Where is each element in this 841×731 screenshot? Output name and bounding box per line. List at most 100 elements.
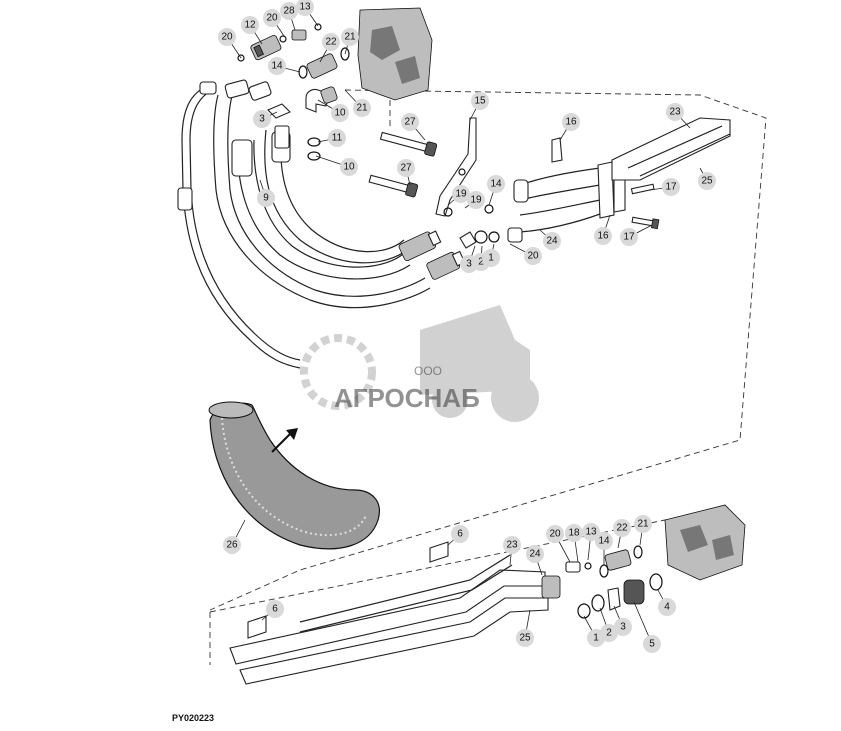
callout-bubble bbox=[524, 247, 542, 265]
callout-number: 2 bbox=[478, 257, 484, 268]
watermark-prefix: ООО bbox=[414, 364, 442, 378]
hydraulic-hoses-upper bbox=[177, 79, 466, 369]
callout-bubble bbox=[503, 536, 521, 554]
callout-13: 13 bbox=[296, 0, 319, 27]
figure-id: PY020223 bbox=[172, 713, 214, 723]
callout-2: 2 bbox=[599, 607, 618, 642]
callout-6: 6 bbox=[447, 525, 469, 546]
callout-number: 4 bbox=[664, 602, 670, 613]
callout-20: 20 bbox=[218, 28, 242, 59]
callout-bubble bbox=[600, 624, 618, 642]
callout-bubble bbox=[614, 618, 632, 636]
callout-bubble bbox=[662, 178, 680, 196]
callout-bubble bbox=[257, 189, 275, 207]
callout-number: 25 bbox=[519, 633, 531, 644]
callout-9: 9 bbox=[257, 179, 275, 207]
callout-number: 24 bbox=[529, 549, 541, 560]
callout-bubble bbox=[341, 28, 359, 46]
callout-bubble bbox=[223, 536, 241, 554]
callout-23: 23 bbox=[666, 103, 691, 129]
callout-22: 22 bbox=[613, 519, 631, 549]
callout-bubble bbox=[268, 57, 286, 75]
callout-number: 20 bbox=[221, 32, 233, 43]
callout-bubble bbox=[543, 232, 561, 250]
callout-14: 14 bbox=[487, 175, 505, 206]
callout-3: 3 bbox=[253, 110, 278, 128]
callout-number: 3 bbox=[259, 114, 265, 125]
callout-number: 17 bbox=[665, 182, 677, 193]
company-watermark: ООО АГРОСНАБ bbox=[300, 305, 539, 422]
callout-14: 14 bbox=[268, 57, 301, 75]
callout-27: 27 bbox=[397, 159, 415, 186]
callout-bubble bbox=[526, 545, 544, 563]
callout-number: 17 bbox=[623, 232, 635, 243]
callout-27: 27 bbox=[401, 113, 426, 141]
callout-20: 20 bbox=[263, 9, 285, 37]
callout-bubble bbox=[565, 524, 583, 542]
callout-bubble bbox=[634, 515, 652, 533]
callout-21: 21 bbox=[344, 89, 371, 117]
callout-bubble bbox=[582, 523, 600, 541]
callout-number: 14 bbox=[490, 179, 502, 190]
callout-10: 10 bbox=[315, 155, 358, 176]
callout-20: 20 bbox=[509, 243, 542, 265]
callout-18: 18 bbox=[565, 524, 583, 563]
callout-24: 24 bbox=[526, 545, 544, 576]
callout-bubble bbox=[467, 191, 485, 209]
callout-bubble bbox=[218, 28, 236, 46]
callout-number: 6 bbox=[272, 604, 278, 615]
callout-26: 26 bbox=[223, 519, 246, 554]
callout-22: 22 bbox=[319, 33, 340, 63]
callout-24: 24 bbox=[539, 229, 561, 250]
callout-number: 21 bbox=[344, 32, 356, 43]
callout-bubble bbox=[546, 525, 564, 543]
callout-bubble bbox=[253, 110, 271, 128]
upper-brackets bbox=[368, 117, 731, 249]
lower-assembly-frame bbox=[209, 519, 666, 665]
callout-16: 16 bbox=[559, 113, 580, 141]
callout-number: 14 bbox=[598, 536, 610, 547]
callout-number: 26 bbox=[226, 540, 238, 551]
callout-number: 19 bbox=[455, 189, 467, 200]
upper-fittings bbox=[237, 7, 433, 161]
callout-number: 16 bbox=[565, 117, 577, 128]
callout-19: 19 bbox=[464, 191, 485, 209]
callout-number: 13 bbox=[585, 527, 597, 538]
callout-number: 28 bbox=[283, 6, 295, 17]
callout-number: 19 bbox=[470, 195, 482, 206]
callout-bubble bbox=[516, 629, 534, 647]
callout-bubble bbox=[487, 175, 505, 193]
callout-bubble bbox=[562, 113, 580, 131]
callout-number: 9 bbox=[263, 193, 269, 204]
callout-bubble bbox=[328, 129, 346, 147]
upper-assembly-frame bbox=[209, 89, 767, 611]
callout-number: 24 bbox=[546, 236, 558, 247]
lower-assembly bbox=[229, 504, 746, 685]
callout-number: 10 bbox=[343, 162, 355, 173]
callout-bubble bbox=[658, 598, 676, 616]
callout-bubble bbox=[296, 0, 314, 16]
callout-number: 20 bbox=[549, 529, 561, 540]
callout-21: 21 bbox=[341, 28, 359, 55]
callout-bubble bbox=[353, 99, 371, 117]
callout-bubble bbox=[643, 635, 661, 653]
callout-bubble bbox=[266, 600, 284, 618]
callout-20: 20 bbox=[546, 525, 571, 563]
callout-bubble bbox=[595, 532, 613, 550]
callout-bubble bbox=[397, 159, 415, 177]
callout-bubble bbox=[471, 92, 489, 110]
callout-10: 10 bbox=[317, 99, 349, 122]
callout-23: 23 bbox=[503, 536, 521, 566]
callout-13: 13 bbox=[582, 523, 600, 561]
callout-bubble bbox=[482, 249, 500, 267]
callout-bubble bbox=[698, 172, 716, 190]
callout-number: 23 bbox=[506, 540, 518, 551]
callout-number: 18 bbox=[568, 528, 580, 539]
callout-number: 3 bbox=[466, 259, 472, 270]
callout-number: 22 bbox=[616, 523, 628, 534]
callout-bubble bbox=[620, 228, 638, 246]
hose-26 bbox=[208, 401, 380, 550]
callout-12: 12 bbox=[241, 16, 263, 45]
